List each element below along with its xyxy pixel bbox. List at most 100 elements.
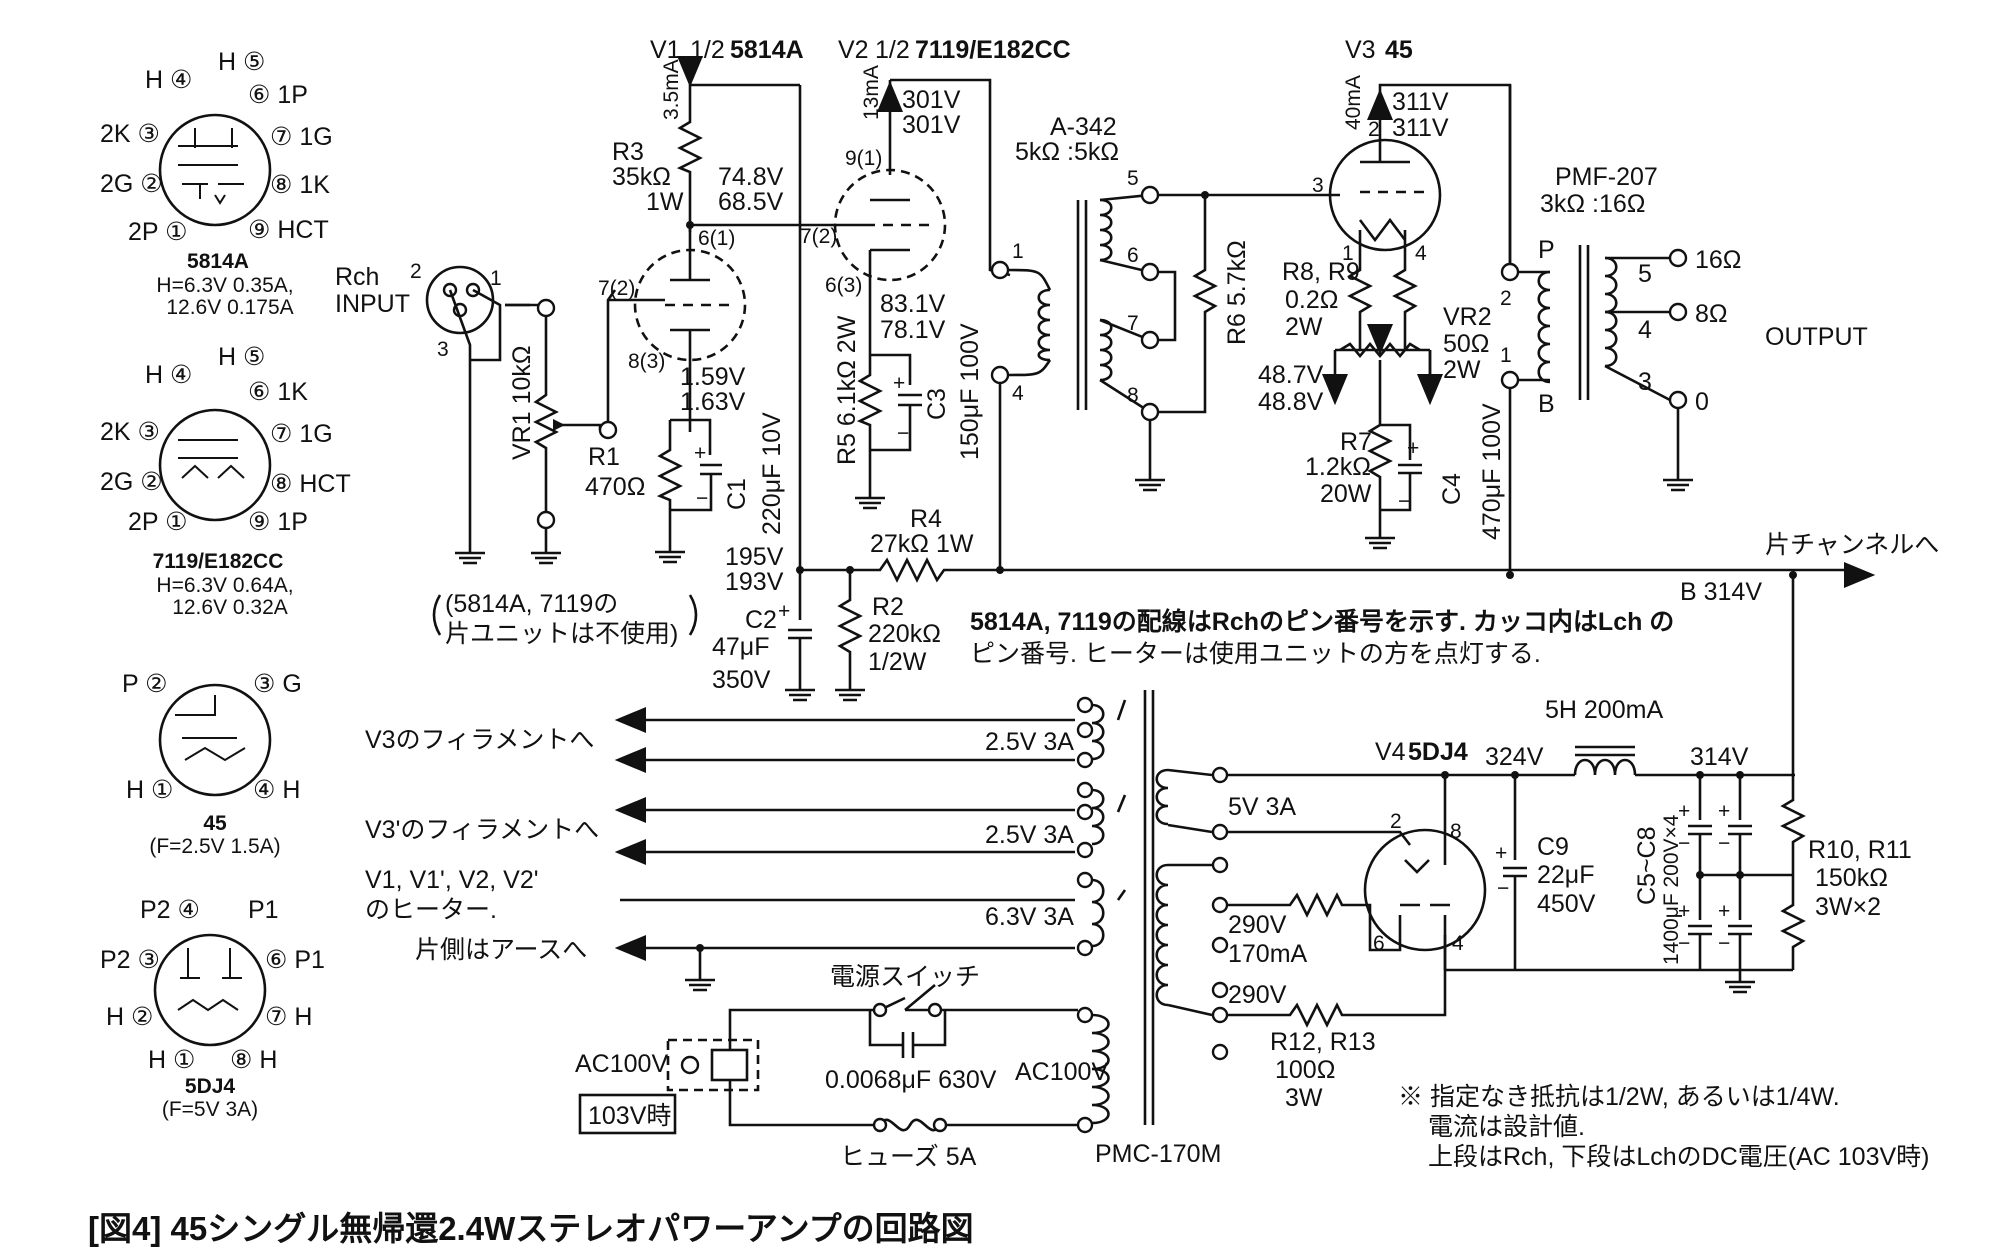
minus-sign: − (1718, 932, 1730, 955)
c4-label: C4 (1438, 473, 1466, 505)
choke (1573, 745, 1637, 776)
tube-half: 1/2 (875, 36, 910, 64)
pin-label: 6(3) (825, 274, 862, 297)
output-16ohm: 16Ω (1695, 246, 1742, 274)
r7-value: 1.2kΩ (1305, 453, 1371, 481)
vr2-value: 50Ω (1443, 330, 1490, 358)
pin-8: ⑧ H (230, 1046, 277, 1074)
pin-6: ⑥ 1K (248, 378, 308, 406)
c9-label: C9 (1537, 833, 1569, 861)
pin-label: 4 (1638, 316, 1652, 344)
filament-label: V3'のフィラメントへ (365, 816, 599, 844)
r8-label: R8, R9 (1282, 258, 1360, 286)
v3-stage: V3 45 40mA 311V 311V 2 3 1 4 + − R8, R9 … (1258, 36, 1512, 550)
r8-watt: 2W (1285, 313, 1323, 341)
ot-b: B (1538, 390, 1555, 418)
voltage: 1.63V (680, 388, 746, 416)
pin-1: 2P ① (128, 508, 188, 536)
pinout-title: 7119/E182CC (153, 550, 284, 573)
minus-sign: − (1678, 932, 1690, 955)
pin-label: 5 (1127, 167, 1139, 190)
c2-label: C2 (745, 606, 777, 634)
c9 (1503, 775, 1527, 970)
pin-label: 3 (1312, 174, 1324, 197)
pin-6: ⑥ P1 (265, 946, 325, 974)
pinout-7119: H ⑤ H ④ ⑥ 1K 2K ③ ⑦ 1G 2G ② ⑧ HCT 2P ① ⑨… (100, 343, 351, 619)
fuse-label: ヒューズ 5A (840, 1143, 977, 1171)
pin-4: H ④ (145, 361, 192, 389)
pin-label: 2 (410, 260, 422, 283)
plus-sign: + (1718, 800, 1730, 823)
pin-label: 1 (1012, 240, 1024, 263)
pin-label: 6 (1127, 244, 1139, 267)
ot-name: PMF-207 (1555, 163, 1658, 191)
minus-sign: − (1497, 877, 1509, 900)
input-label: Rch (335, 263, 379, 291)
heater-label: V1, V1', V2, V2' (365, 866, 539, 894)
pin-label: 4 (1452, 932, 1464, 955)
voltage: 83.1V (880, 290, 946, 318)
voltage: 195V (725, 543, 784, 571)
r10-value: 150kΩ (1815, 864, 1888, 892)
interstage-transformer: A-342 5kΩ :5kΩ 1 4 5 6 7 8 R6 5.7kΩ (990, 113, 1340, 492)
winding-label: 6.3V 3A (985, 903, 1074, 931)
pt-name: PMC-170M (1095, 1140, 1221, 1168)
winding-label: 5V 3A (1228, 793, 1296, 821)
r7-watt: 20W (1320, 480, 1372, 508)
pin-label: 8(3) (628, 350, 665, 373)
notes: (5814A, 7119の 片ユニットは不使用) 5814A, 7119の配線は… (432, 590, 1929, 1171)
voltage: 311V (1392, 114, 1449, 142)
pinout-spec: (F=5V 3A) (162, 1098, 258, 1121)
c2 (788, 570, 812, 680)
ac-plug-box (666, 1038, 760, 1092)
tube-type: 5DJ4 (1408, 738, 1468, 766)
plus-sign: + (1495, 842, 1507, 865)
plus-sign: + (694, 442, 706, 465)
voltage: 48.8V (1258, 388, 1324, 416)
voltage: 68.5V (718, 188, 784, 216)
fuse (878, 1118, 942, 1132)
tube-type: 45 (1385, 36, 1413, 64)
pin-4: H ④ (145, 66, 192, 94)
pin-label: 9(1) (845, 147, 882, 170)
minus-sign: − (1718, 832, 1730, 855)
note-unused: 片ユニットは不使用) (445, 620, 678, 648)
output-label: OUTPUT (1765, 323, 1868, 351)
input-label: INPUT (335, 290, 410, 318)
c1-value: 220μF 10V (758, 412, 786, 535)
note-wiring: ピン番号. ヒーターは使用ユニットの方を点灯する. (970, 640, 1541, 668)
r6 (1158, 193, 1340, 414)
r4 (800, 557, 1860, 583)
primary-label: AC100V (1015, 1058, 1108, 1086)
r1-label: R1 (588, 443, 620, 471)
c9-watt: 450V (1537, 890, 1596, 918)
pin-4: ④ H (253, 776, 300, 804)
pin-label: 2 (1368, 118, 1380, 141)
pin-2: H ② (106, 1003, 153, 1031)
voltage: 314V (1690, 743, 1749, 771)
ac-plug (680, 1055, 700, 1075)
pin-3: 2K ③ (100, 120, 160, 148)
pin-4: P2 ④ (140, 896, 200, 924)
pin-5: P1 (248, 896, 279, 924)
r12-value: 100Ω (1275, 1056, 1335, 1084)
pin-label: 3 (437, 338, 449, 361)
hv-label: 290V (1228, 911, 1287, 939)
filament-label: V3のフィラメントへ (365, 726, 594, 754)
pinout-spec: H=6.3V 0.35A, (156, 274, 293, 297)
pin-label: 3 (1638, 368, 1652, 396)
v4-tube (1363, 828, 1487, 952)
v103-box (578, 1093, 677, 1135)
voltage: 48.7V (1258, 361, 1324, 389)
figure-caption: [図4] 45シングル無帰還2.4Wステレオパワーアンプの回路図 (88, 1210, 974, 1247)
tube-type: 7119/E182CC (915, 36, 1071, 64)
pinout-spec: 12.6V 0.175A (166, 296, 293, 319)
to-other-channel: 片チャンネルへ (1765, 531, 1939, 559)
r13 (1228, 915, 1447, 1028)
tube-ref: V4 (1375, 738, 1406, 766)
r2 (837, 570, 863, 680)
r4-label: R4 (910, 505, 942, 533)
pinout-title: 5814A (187, 250, 249, 273)
pin-label: 4 (1012, 382, 1024, 405)
voltage: 78.1V (880, 316, 946, 344)
